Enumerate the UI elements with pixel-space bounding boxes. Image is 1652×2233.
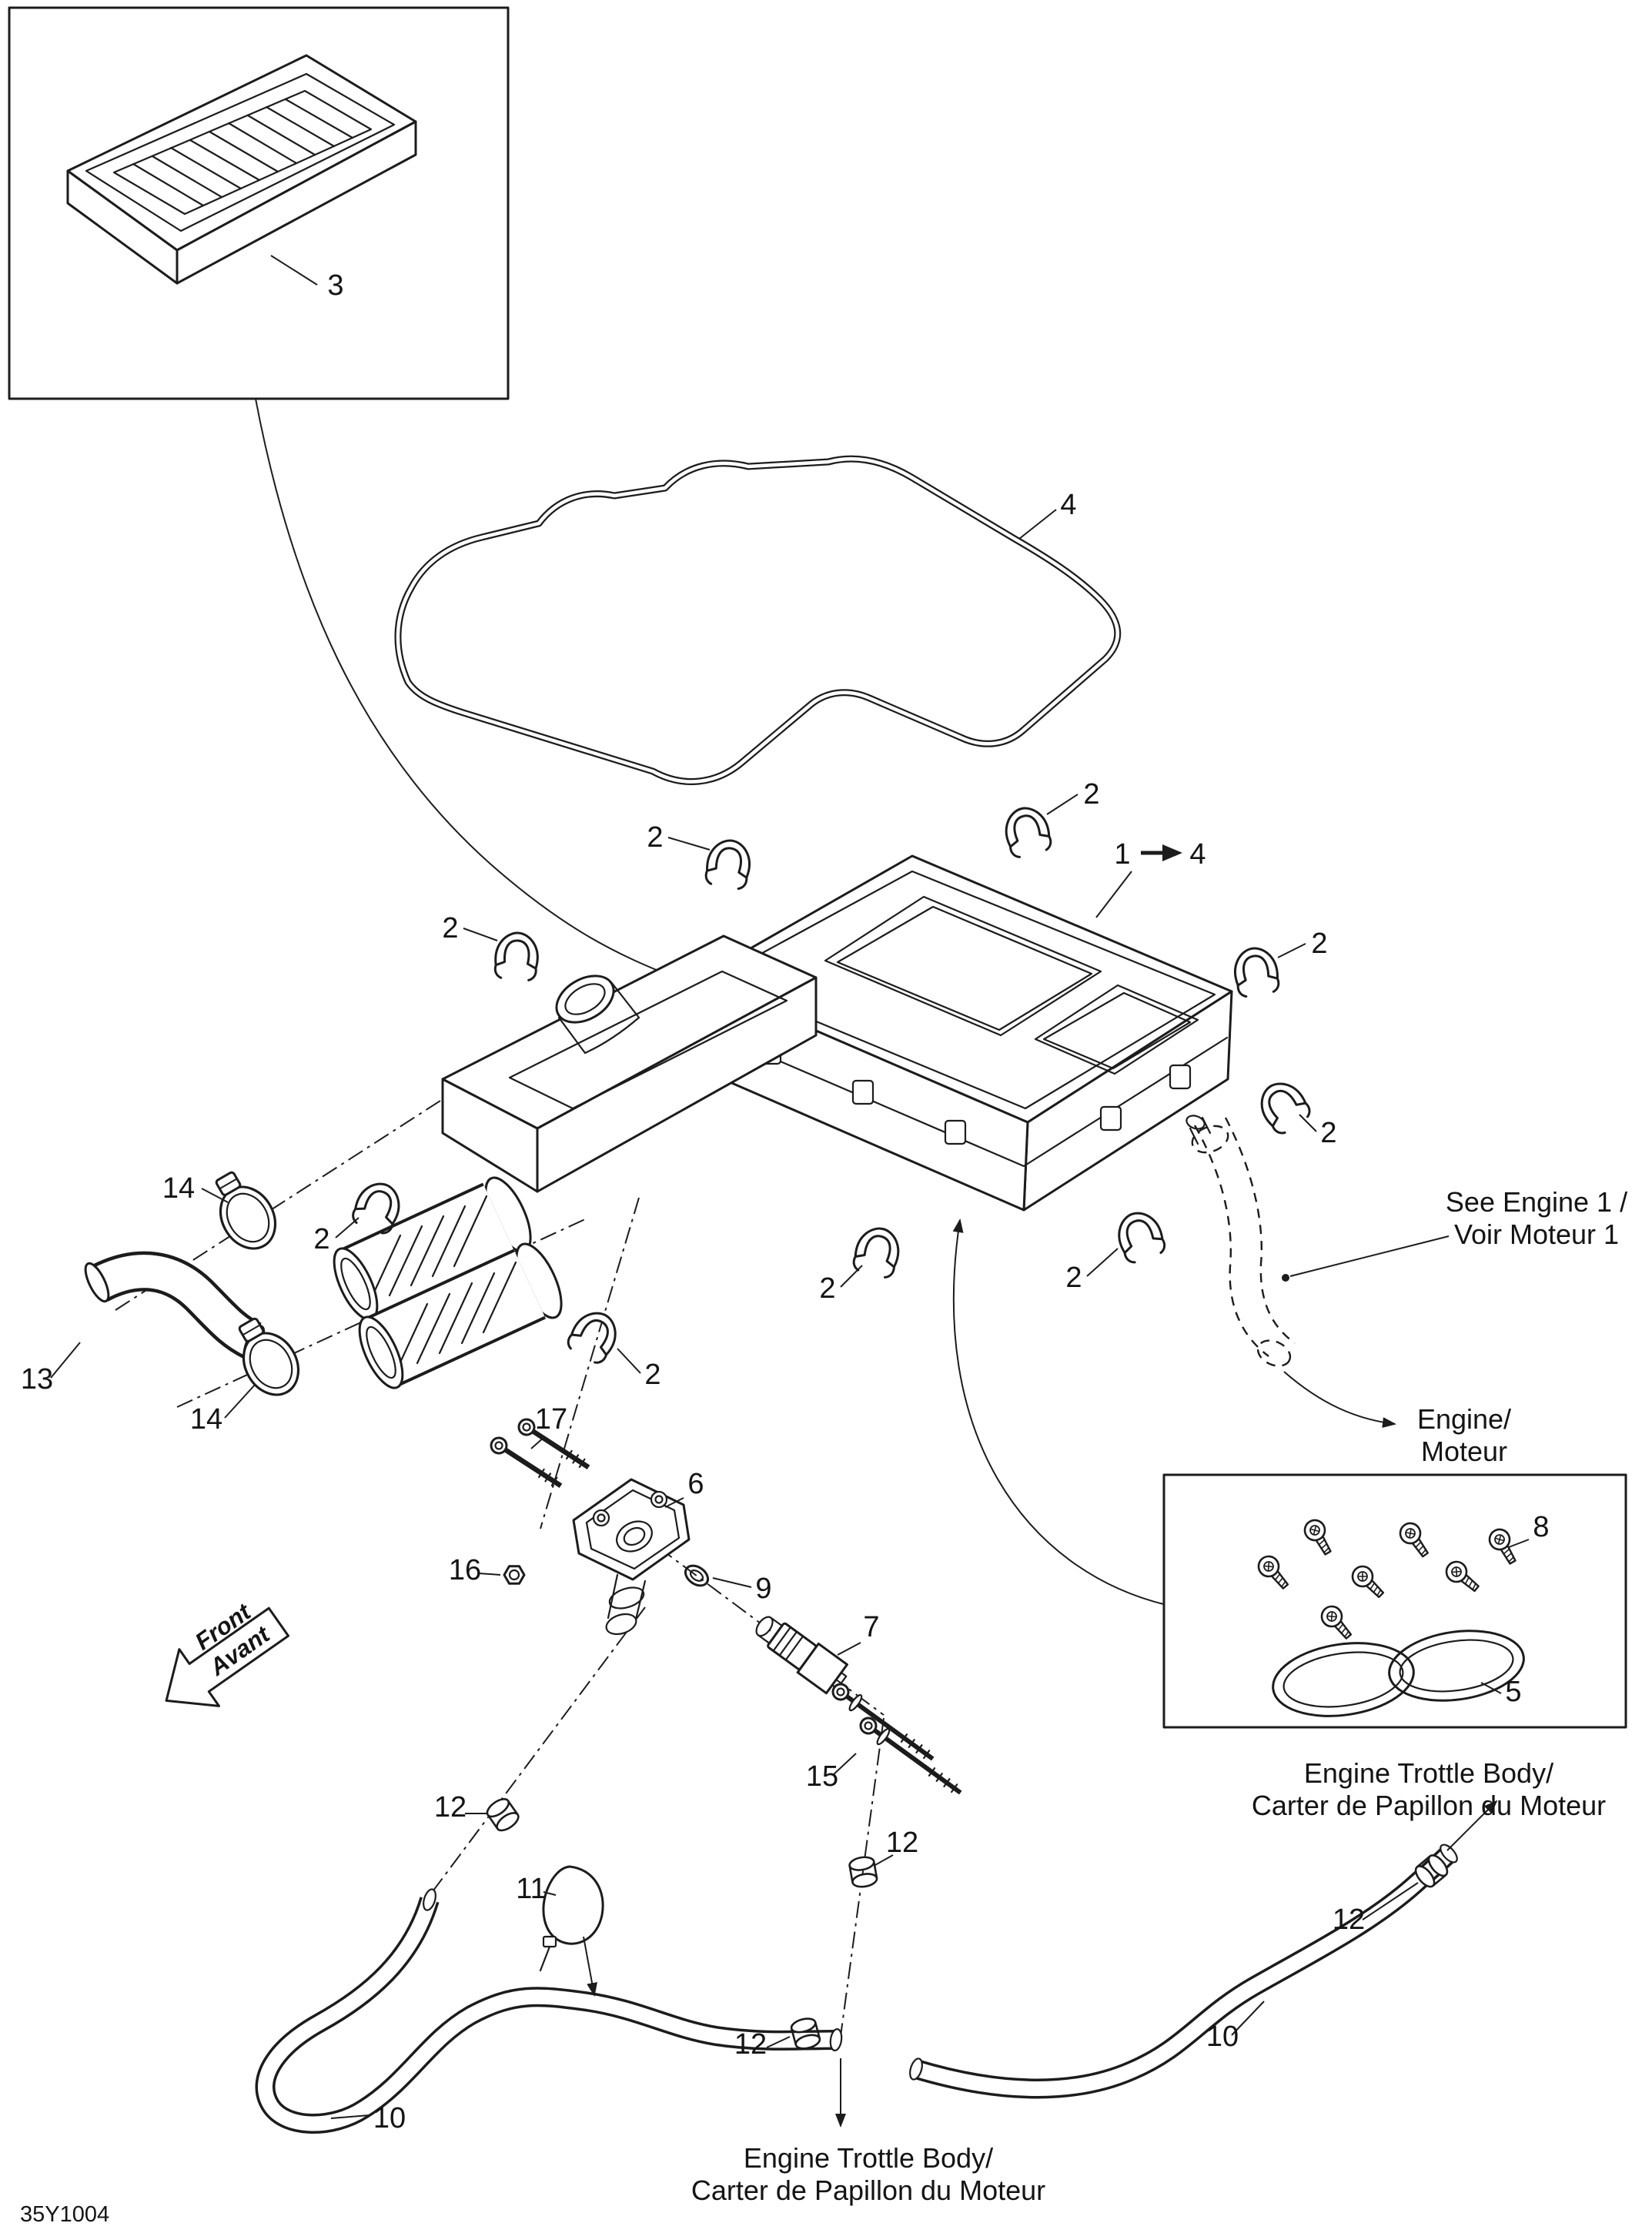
see-engine-text-fr: Voir Moteur 1 [1454, 1218, 1619, 1250]
sensor-7: 7 [755, 1611, 880, 1695]
callout-4b: 4 [1189, 838, 1206, 871]
callout-9: 9 [755, 1573, 771, 1605]
throttle-right-fr: Carter de Papillon du Moteur [1252, 1790, 1606, 1821]
callout-10: 10 [373, 2102, 406, 2134]
hose-10-left: 10 [255, 1888, 846, 2134]
callout-16: 16 [449, 1554, 481, 1586]
callout-5: 5 [1505, 1676, 1521, 1708]
callout-2: 2 [1320, 1117, 1336, 1149]
callout-2: 2 [644, 1359, 660, 1391]
callout-15: 15 [806, 1760, 838, 1793]
callout-17: 17 [535, 1403, 567, 1436]
drawing-code: 35Y1004 [20, 2202, 109, 2227]
callout-2: 2 [647, 821, 663, 854]
callout-3: 3 [327, 269, 343, 302]
callout-12: 12 [1333, 1904, 1365, 1936]
callout-2: 2 [313, 1223, 329, 1255]
bolts-15: 15 [806, 1683, 962, 1795]
bolts-17: 17 [490, 1403, 590, 1489]
nut-16: 16 [449, 1554, 526, 1586]
o-rings-5 [1272, 1630, 1525, 1717]
throttle-right-en: Engine Trottle Body/ [1304, 1757, 1553, 1789]
callout-2: 2 [1083, 778, 1099, 811]
callout-12: 12 [734, 2028, 767, 2061]
gasket-drawing: 4 [394, 455, 1122, 785]
see-engine-text-en: See Engine 1 / [1446, 1186, 1627, 1218]
clip-icon [703, 836, 755, 891]
clip-icon [1111, 1205, 1169, 1266]
callout-12: 12 [434, 1791, 467, 1824]
throttle-bottom-en: Engine Trottle Body/ [744, 2142, 993, 2174]
callout-13: 13 [21, 1363, 53, 1396]
front-direction-arrow: Front Avant [165, 1597, 290, 1707]
o-ring-9: 9 [684, 1564, 772, 1605]
callout-2: 2 [1065, 1262, 1082, 1294]
callout-14: 14 [162, 1172, 195, 1205]
cable-tie-11: 11 [516, 1865, 604, 1997]
callout-10: 10 [1206, 2021, 1239, 2053]
clips-part-2: 2 2 2 2 2 2 2 2 2 [313, 778, 1336, 1391]
air-filter-drawing [66, 54, 417, 285]
callout-14: 14 [190, 1403, 222, 1436]
inlet-hose-13: 13 14 14 [21, 1162, 311, 1436]
clip-icon [999, 802, 1055, 861]
callout-2: 2 [442, 912, 458, 944]
adapter-6: 6 [572, 1468, 704, 1636]
callout-2: 2 [819, 1272, 835, 1305]
callout-arrow-head [1162, 844, 1182, 861]
callout-2: 2 [1311, 928, 1327, 960]
engine-text-fr: Moteur [1421, 1436, 1507, 1467]
airbox-snorkel [555, 974, 640, 1055]
clip-icon [493, 930, 541, 982]
clip-icon [563, 1303, 626, 1368]
hose-10-right: 10 [909, 1800, 1498, 2099]
hose-clamp-icon [200, 1162, 288, 1260]
throttle-annotation-bottom: Engine Trottle Body/ Carter de Papillon … [691, 2142, 1045, 2206]
small-clamp-icon [483, 1794, 523, 1835]
clip-icon [850, 1222, 905, 1281]
callout-8: 8 [1533, 1511, 1549, 1543]
throttle-bottom-fr: Carter de Papillon du Moteur [691, 2175, 1045, 2206]
clamps-12: 12 12 12 12 [434, 1791, 1452, 2061]
clip-icon [1229, 944, 1282, 999]
callout-7: 7 [863, 1611, 879, 1643]
callout-1: 1 [1114, 838, 1130, 871]
corrugated-tube-1 [333, 1182, 515, 1321]
airbox-outlet-nipple [1185, 1115, 1212, 1145]
callout-6: 6 [687, 1468, 704, 1500]
hardware-inset: 8 5 [952, 1218, 1627, 1729]
phantom-engine-hose: See Engine 1 / Voir Moteur 1 Engine/ Mot… [1191, 1117, 1627, 1467]
clip-icon [1251, 1073, 1315, 1138]
callout-12: 12 [886, 1827, 918, 1859]
throttle-annotation-right: Engine Trottle Body/ Carter de Papillon … [1252, 1757, 1606, 1821]
corrugated-tube-2 [358, 1249, 546, 1389]
engine-text-en: Engine/ [1417, 1403, 1511, 1435]
callout-4: 4 [1060, 489, 1076, 521]
airbox-base-front [536, 976, 818, 1193]
airbox-drawing: 1 4 [333, 838, 1233, 1389]
air-filter-inset: 3 [8, 6, 678, 981]
filter-pleats [132, 98, 354, 207]
callout-11: 11 [516, 1873, 546, 1905]
